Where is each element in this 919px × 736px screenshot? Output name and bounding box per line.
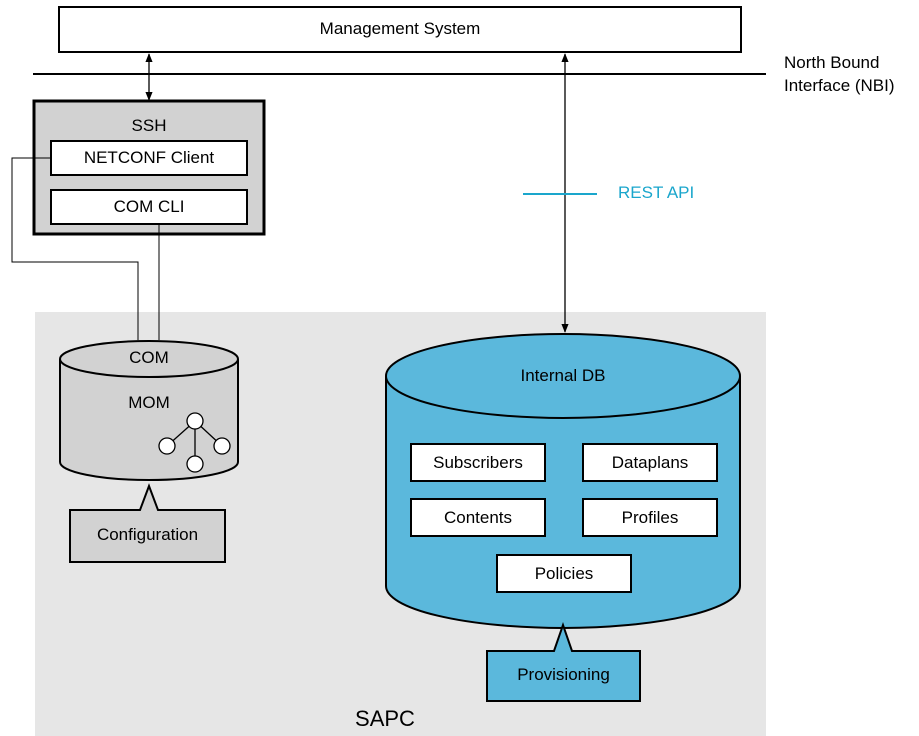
rest-api-label: REST API	[618, 183, 695, 202]
com-cli-label: COM CLI	[113, 197, 185, 216]
com-label: COM	[129, 348, 169, 367]
dataplans-label: Dataplans	[611, 453, 689, 472]
tree-icon	[158, 412, 231, 473]
netconf-connector	[11, 157, 139, 340]
ssh-title: SSH	[131, 116, 167, 135]
subscribers-box	[410, 443, 546, 482]
com-cli-box	[50, 189, 248, 225]
netconf-client-box	[50, 140, 248, 176]
nbi-label-line2: Interface (NBI)	[784, 76, 895, 95]
contents-label: Contents	[443, 508, 513, 527]
mom-label: MOM	[128, 393, 170, 412]
profiles-label: Profiles	[621, 508, 679, 527]
configuration-label: Configuration	[96, 525, 199, 544]
management-system-label: Management System	[319, 19, 481, 38]
nbi-label-line1: North Bound	[784, 53, 880, 72]
profiles-box	[582, 498, 718, 537]
policies-label: Policies	[534, 564, 594, 583]
management-system-box	[58, 6, 742, 53]
sapc-label: SAPC	[355, 706, 415, 731]
dataplans-box	[582, 443, 718, 482]
netconf-client-label: NETCONF Client	[83, 148, 215, 167]
internal-db-cylinder	[385, 333, 741, 629]
configuration-callout	[69, 483, 226, 563]
internal-db-title: Internal DB	[520, 366, 606, 385]
policies-box	[496, 554, 632, 593]
com-cylinder	[59, 340, 239, 481]
contents-box	[410, 498, 546, 537]
provisioning-label: Provisioning	[517, 665, 610, 684]
provisioning-callout	[486, 621, 641, 702]
subscribers-label: Subscribers	[433, 453, 523, 472]
